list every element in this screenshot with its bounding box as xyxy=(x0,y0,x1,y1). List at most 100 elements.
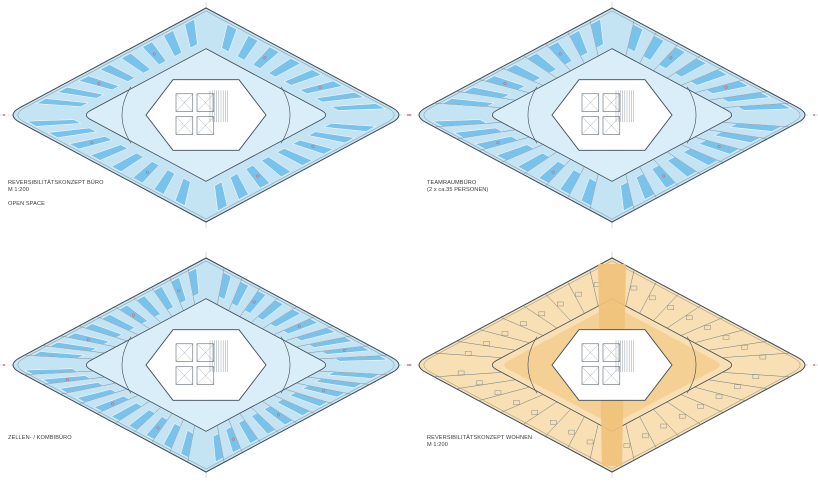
desk-row xyxy=(188,267,200,297)
desk-row xyxy=(41,375,92,384)
lift-cross xyxy=(581,366,599,385)
lift-shaft xyxy=(602,343,621,362)
caption-line-1: REVERSIBILITÄTSKONZEPT BÜRO xyxy=(8,180,104,186)
plant-mark xyxy=(90,141,94,145)
desk-row xyxy=(462,86,511,99)
desk-row xyxy=(23,368,79,375)
lift-cross xyxy=(581,93,599,112)
partition-wall xyxy=(296,382,352,395)
partition-wall xyxy=(522,305,558,329)
lift-shaft xyxy=(581,116,600,135)
partition-wall xyxy=(653,293,679,321)
lift-cross xyxy=(175,116,193,135)
desk-row xyxy=(31,351,85,359)
partition-wall xyxy=(456,129,516,139)
partition-wall xyxy=(567,281,585,314)
partition-wall xyxy=(24,355,94,360)
partition-wall xyxy=(60,335,116,348)
desk-row xyxy=(101,314,136,332)
furniture xyxy=(550,420,557,425)
desk-row xyxy=(320,346,371,355)
caption-line-1: TEAMRAUMBÜRO xyxy=(427,180,477,186)
desk-row xyxy=(153,286,174,311)
partition-wall xyxy=(666,55,702,79)
inner-ring xyxy=(491,48,733,182)
furniture xyxy=(722,335,730,340)
plant-mark xyxy=(256,174,260,178)
plant-mark xyxy=(322,389,326,393)
desk-row xyxy=(218,271,232,301)
lift-cross xyxy=(175,366,193,385)
desk-row xyxy=(642,35,665,61)
partition-wall xyxy=(151,413,173,443)
desk-row xyxy=(263,405,294,426)
partition-wall xyxy=(653,43,679,71)
lift-shaft xyxy=(175,366,194,385)
desk-row xyxy=(174,177,191,207)
furniture xyxy=(464,351,472,356)
caption-line-1: ZELLEN- / KOMBIBÜRO xyxy=(8,435,72,441)
caption-line-2: M 1:200 xyxy=(8,187,29,193)
partition-wall xyxy=(114,401,150,424)
caption-line-1: REVERSIBILITÄTSKONZEPT WOHNEN xyxy=(427,435,533,441)
desk-row xyxy=(58,382,105,394)
desk-row xyxy=(635,173,655,200)
lift-cross xyxy=(602,116,620,135)
desk-row xyxy=(170,276,187,304)
furniture xyxy=(734,384,741,389)
plant-mark xyxy=(152,52,156,56)
partition-wall xyxy=(284,325,334,342)
partition-wall xyxy=(694,329,746,344)
desk-row xyxy=(83,323,123,338)
lift-cross xyxy=(196,116,214,135)
partition-wall xyxy=(456,340,516,351)
partition-wall xyxy=(96,316,139,336)
desk-row xyxy=(559,169,582,195)
furniture xyxy=(557,301,564,307)
desk-row xyxy=(484,75,526,91)
partition-wall xyxy=(639,31,657,64)
building-core xyxy=(145,79,267,151)
lift-cross xyxy=(196,343,214,362)
core-wall xyxy=(686,86,697,144)
core-wall xyxy=(686,336,697,394)
lift-cross xyxy=(196,93,214,112)
desk-row xyxy=(526,52,557,74)
desk-row xyxy=(301,385,346,398)
partition-wall xyxy=(567,31,585,64)
desk-row xyxy=(698,139,740,155)
desk-row xyxy=(252,46,280,69)
desk-row xyxy=(333,355,389,362)
lift-cross xyxy=(175,116,193,135)
furniture xyxy=(501,331,509,336)
plant-mark xyxy=(558,52,562,56)
partition-wall xyxy=(307,345,370,354)
lift-cross xyxy=(196,366,214,385)
desk-row xyxy=(269,309,302,328)
partition-wall xyxy=(694,79,746,94)
desk-row xyxy=(120,52,151,74)
partition-wall xyxy=(60,382,116,395)
furniture xyxy=(593,282,601,287)
lift-cross xyxy=(602,343,620,362)
partition-wall xyxy=(500,394,544,413)
desk-row xyxy=(538,161,566,184)
lift-cross xyxy=(196,93,214,112)
lift-shaft xyxy=(196,343,215,362)
furniture xyxy=(649,295,656,301)
desk-row xyxy=(736,103,793,111)
desk-row xyxy=(99,64,136,82)
lift-shaft xyxy=(175,93,194,112)
partition-wall xyxy=(96,394,139,414)
partition-wall xyxy=(478,386,530,401)
partition-wall xyxy=(722,372,790,378)
partition-wall xyxy=(639,166,657,199)
desk-row xyxy=(145,416,168,440)
plant-mark xyxy=(86,337,90,341)
partition-wall xyxy=(187,425,195,463)
core-wall xyxy=(121,86,132,144)
plant-mark xyxy=(496,141,500,145)
furniture xyxy=(513,400,520,405)
